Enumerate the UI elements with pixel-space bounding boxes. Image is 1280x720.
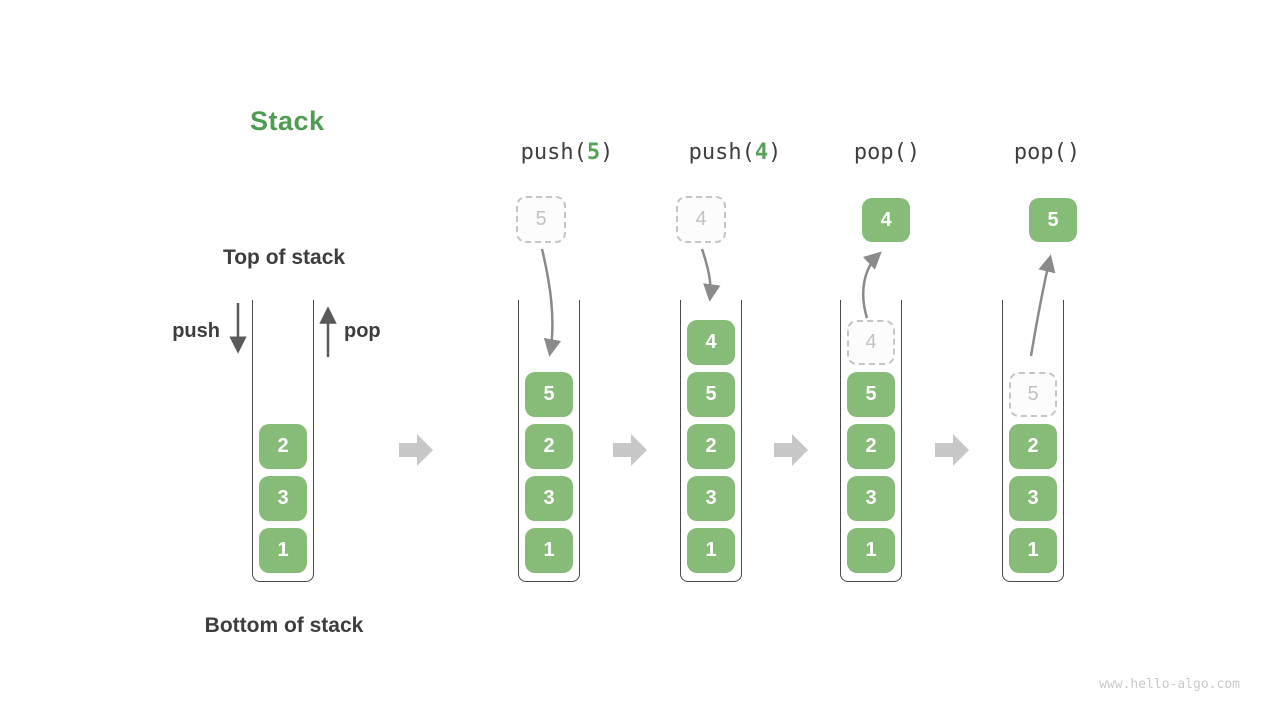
diagram-title: Stack [250, 106, 325, 136]
stack-block: 1 [847, 528, 895, 573]
stack-block: 2 [259, 424, 307, 469]
stack-block: 2 [1009, 424, 1057, 469]
operation-arg: 5 [586, 140, 601, 165]
watermark: www.hello-algo.com [1099, 677, 1240, 692]
stack-block: 4 [687, 320, 735, 365]
operation-suffix: ) [768, 140, 782, 165]
operation-prefix: pop() [1013, 140, 1081, 165]
pending-value-box-4: 4 [676, 196, 726, 243]
stack-block: 1 [687, 528, 735, 573]
stack-block: 1 [259, 528, 307, 573]
stack-block: 5 [525, 372, 573, 417]
stack-after-push-4: 4 5 2 3 1 [680, 300, 742, 582]
stack-block: 2 [525, 424, 573, 469]
push-4-curved-arrow [700, 248, 721, 302]
stack-block: 3 [525, 476, 573, 521]
step-arrow-2 [613, 434, 647, 466]
operation-prefix: pop() [853, 140, 921, 165]
pending-value-box-5: 5 [516, 196, 566, 243]
operation-label-pop-2: pop() [967, 140, 1127, 165]
pop-direction-label: pop [344, 320, 381, 342]
step-arrow-3 [774, 434, 808, 466]
stack-block: 3 [687, 476, 735, 521]
stack-block: 5 [847, 372, 895, 417]
operation-label-pop-1: pop() [807, 140, 967, 165]
stack-during-pop-5: 5 2 3 1 [1002, 300, 1064, 582]
operation-prefix: push( [520, 140, 587, 165]
stack-during-pop-4: 4 5 2 3 1 [840, 300, 902, 582]
operation-suffix: ) [600, 140, 614, 165]
stack-after-push-5: 5 2 3 1 [518, 300, 580, 582]
stack-block: 5 [687, 372, 735, 417]
operation-prefix: push( [688, 140, 755, 165]
operation-label-push-4: push(4) [655, 140, 815, 165]
stack-block: 2 [847, 424, 895, 469]
stack-initial: 2 3 1 [252, 300, 314, 582]
step-arrow-4 [935, 434, 969, 466]
stack-block: 3 [259, 476, 307, 521]
operation-arg: 4 [754, 140, 769, 165]
step-arrow-1 [399, 434, 433, 466]
popped-slot: 4 [847, 320, 895, 365]
stack-block: 2 [687, 424, 735, 469]
popped-slot: 5 [1009, 372, 1057, 417]
top-of-stack-label: Top of stack [222, 246, 346, 269]
stack-block: 3 [847, 476, 895, 521]
stack-block: 3 [1009, 476, 1057, 521]
operation-label-push-5: push(5) [487, 140, 647, 165]
bottom-of-stack-label: Bottom of stack [204, 614, 364, 637]
popped-value-box-4: 4 [862, 198, 910, 242]
push-direction-label: push [172, 320, 220, 342]
stack-block: 1 [525, 528, 573, 573]
popped-value-box-5: 5 [1029, 198, 1077, 242]
stack-block: 1 [1009, 528, 1057, 573]
